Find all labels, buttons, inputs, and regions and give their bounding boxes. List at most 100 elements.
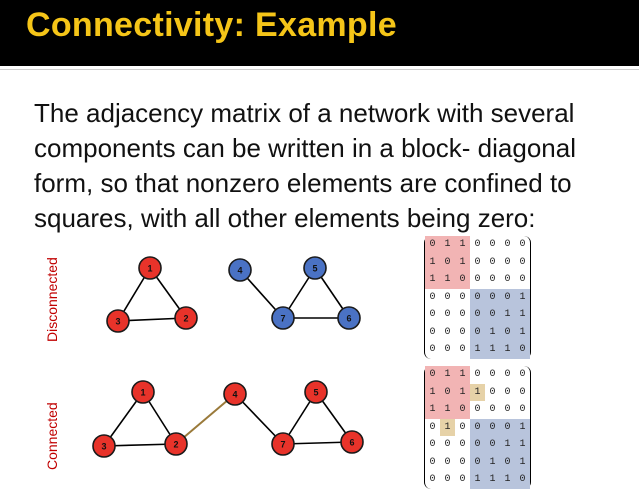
matrix-connected-cell: 0 xyxy=(504,386,511,398)
matrix-connected-cell: 1 xyxy=(425,401,440,419)
matrix-connected-cell: 0 xyxy=(440,383,455,401)
matrix-disconnected-cell: 0 xyxy=(429,344,436,356)
matrix-connected-cell: 0 xyxy=(519,386,526,398)
matrix-disconnected-cell: 1 xyxy=(440,271,455,289)
matrix-disconnected-cell: 0 xyxy=(425,236,440,254)
matrix-disconnected-cell: 1 xyxy=(455,253,470,271)
disconnected-node-4: 4 xyxy=(228,258,252,282)
matrix-disconnected-cell: 0 xyxy=(470,323,485,341)
matrix-disconnected-cell: 0 xyxy=(519,256,526,268)
connected-node-label: 7 xyxy=(280,440,285,450)
matrix-disconnected-cell: 0 xyxy=(489,274,496,286)
disconnected-node-label: 7 xyxy=(280,314,285,324)
matrix-disconnected-cell: 1 xyxy=(500,341,515,359)
connected-edge-2-3 xyxy=(103,443,177,447)
disconnected-node-label: 3 xyxy=(115,317,120,327)
connected-edge-2-4 xyxy=(175,393,236,445)
connected-node-4: 4 xyxy=(223,382,247,406)
connected-node-1: 1 xyxy=(131,380,155,404)
connected-node-label: 3 xyxy=(101,442,106,452)
connected-node-label: 4 xyxy=(232,390,237,400)
disconnected-node-label: 2 xyxy=(183,314,188,324)
matrix-connected-cell: 0 xyxy=(500,418,515,436)
matrix-connected-cell: 1 xyxy=(440,418,455,436)
matrix-disconnected-cell: 0 xyxy=(459,326,466,338)
matrix-connected-cell: 0 xyxy=(444,439,451,451)
matrix-connected-cell: 1 xyxy=(515,436,530,454)
matrix-connected-cell: 0 xyxy=(489,386,496,398)
matrix-connected-cell: 0 xyxy=(425,366,440,384)
disconnected-node-6: 6 xyxy=(337,306,361,330)
connected-node-label: 2 xyxy=(173,440,178,450)
matrix-disconnected-cell: 0 xyxy=(444,326,451,338)
matrix-connected-cell: 0 xyxy=(504,404,511,416)
matrix-connected-cell: 0 xyxy=(519,404,526,416)
matrix-connected-cell: 1 xyxy=(515,453,530,471)
matrix-disconnected-cell: 0 xyxy=(444,344,451,356)
matrix-disconnected-cell: 0 xyxy=(515,341,530,359)
matrix-disconnected-cell: 1 xyxy=(515,323,530,341)
matrix-disconnected-cell: 0 xyxy=(504,239,511,251)
matrix-connected-cell: 0 xyxy=(474,404,481,416)
title-divider xyxy=(0,69,639,70)
matrix-connected-cell: 0 xyxy=(470,418,485,436)
matrix-disconnected-cell: 0 xyxy=(440,253,455,271)
matrix-connected-cell: 0 xyxy=(489,369,496,381)
matrix-connected-cell: 0 xyxy=(459,421,466,433)
matrix-disconnected-cell: 0 xyxy=(459,309,466,321)
connected-node-label: 1 xyxy=(140,388,145,398)
matrix-disconnected-cell: 0 xyxy=(444,291,451,303)
matrix-disconnected-cell: 1 xyxy=(440,236,455,254)
connected-node-2: 2 xyxy=(164,432,188,456)
matrix-disconnected-cell: 1 xyxy=(515,288,530,306)
connected-node-3: 3 xyxy=(92,434,116,458)
matrix-disconnected-cell: 0 xyxy=(519,274,526,286)
matrix-connected-cell: 0 xyxy=(444,456,451,468)
matrix-connected-cell: 1 xyxy=(455,366,470,384)
matrix-connected-cell: 1 xyxy=(500,471,515,489)
matrix-connected-cell: 0 xyxy=(474,369,481,381)
matrix-disconnected-cell: 1 xyxy=(425,271,440,289)
slide-title: Connectivity: Example xyxy=(26,6,397,44)
matrix-disconnected-cell: 0 xyxy=(470,306,485,324)
disconnected-node-1: 1 xyxy=(138,256,162,280)
matrix-connected-cell: 0 xyxy=(519,369,526,381)
matrix-disconnected-cell: 0 xyxy=(474,256,481,268)
disconnected-node-label: 6 xyxy=(346,314,351,324)
matrix-connected-cell: 0 xyxy=(429,421,436,433)
matrix-connected-cell: 1 xyxy=(470,383,485,401)
disconnected-node-label: 5 xyxy=(312,264,317,274)
disconnected-node-5: 5 xyxy=(303,256,327,280)
connected-node-7: 7 xyxy=(271,432,295,456)
connected-node-5: 5 xyxy=(304,380,328,404)
matrix-connected-cell: 0 xyxy=(515,471,530,489)
matrix-connected-cell: 0 xyxy=(459,439,466,451)
matrix-connected-cell: 0 xyxy=(504,369,511,381)
matrix-connected-cell: 1 xyxy=(470,471,485,489)
matrix-disconnected-cell: 1 xyxy=(470,341,485,359)
disconnected-node-label: 4 xyxy=(237,266,242,276)
matrix-disconnected-cell: 0 xyxy=(429,326,436,338)
matrix-connected-cell: 0 xyxy=(429,474,436,486)
matrix-disconnected-cell: 1 xyxy=(455,236,470,254)
matrix-connected-cell: 0 xyxy=(444,474,451,486)
matrix-connected-cell: 0 xyxy=(459,456,466,468)
connected-node-label: 5 xyxy=(313,388,318,398)
matrix-connected-cell: 0 xyxy=(489,404,496,416)
title-bar: Connectivity: Example xyxy=(0,0,639,66)
matrix-connected-cell: 1 xyxy=(455,383,470,401)
